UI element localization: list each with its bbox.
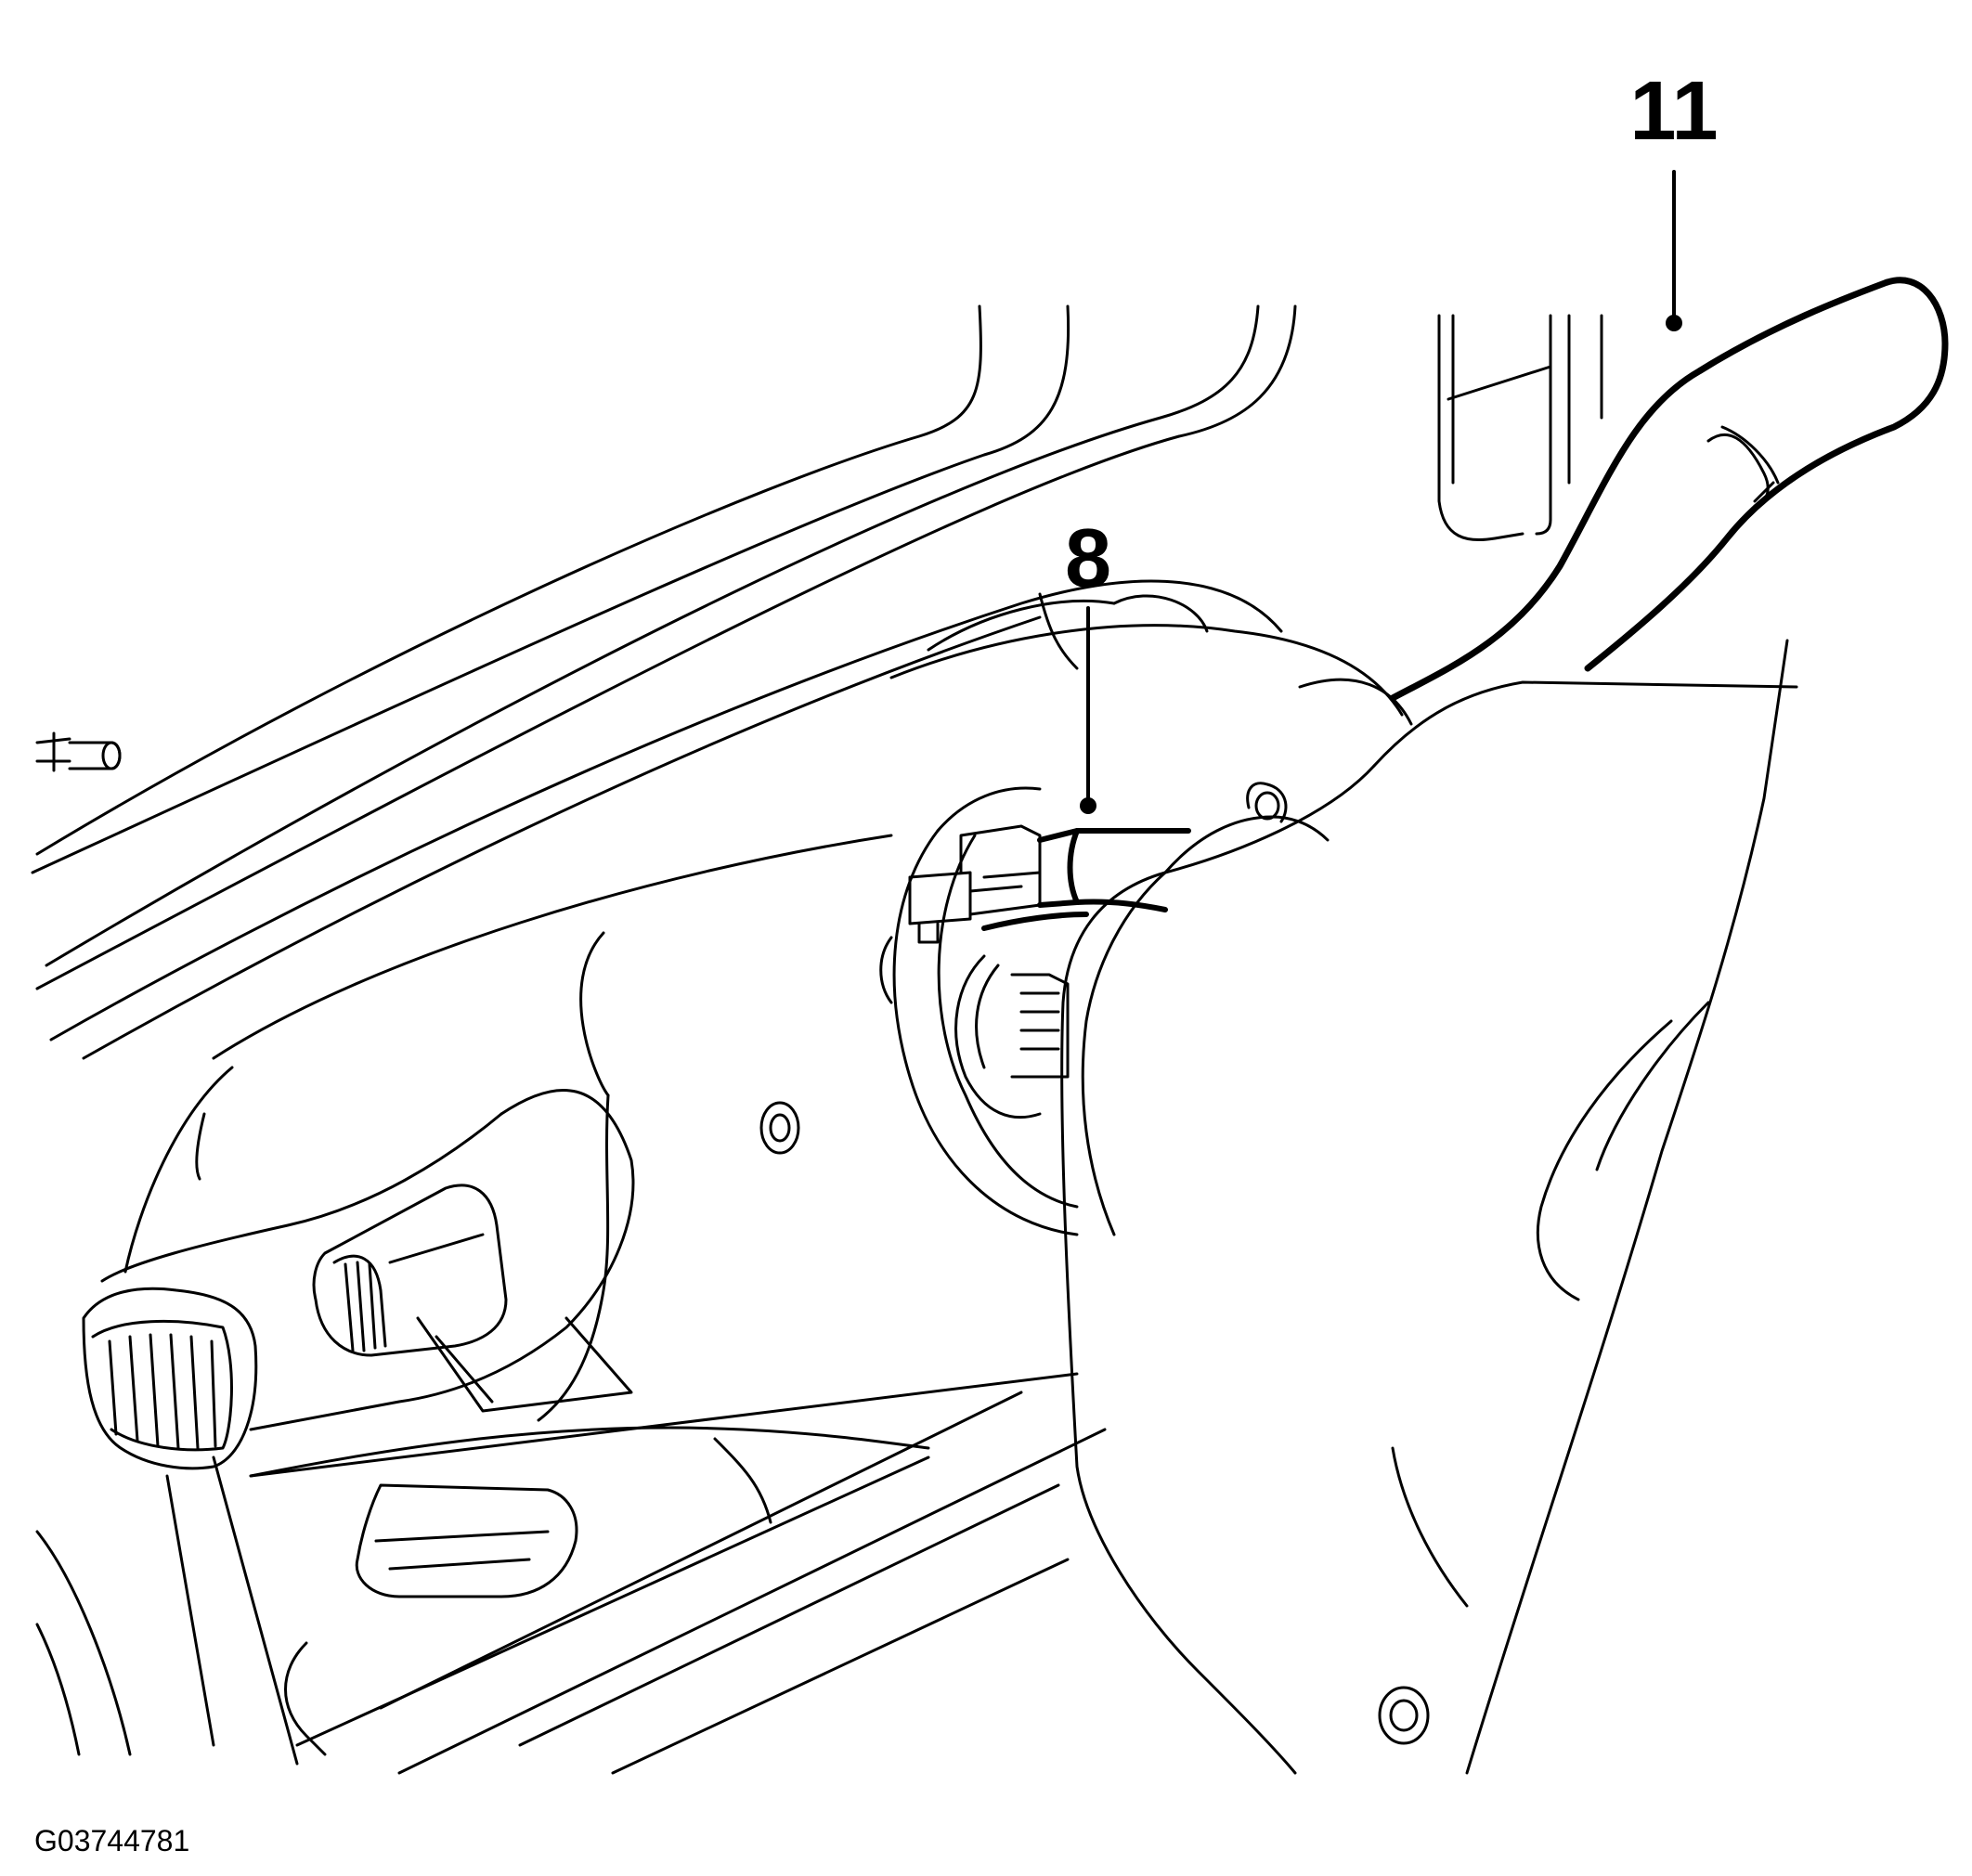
lever-11-band bbox=[1706, 425, 1780, 508]
lower-shroud bbox=[123, 834, 1079, 1524]
connector-8 bbox=[908, 824, 1042, 944]
housing-bolt bbox=[1378, 1686, 1430, 1745]
lower-bracket bbox=[355, 1316, 633, 1598]
lever-thumb-switch bbox=[312, 1184, 508, 1357]
shaft-opening bbox=[879, 786, 1079, 1236]
dash-panel-lines bbox=[31, 304, 1297, 1060]
callout-label-11: 11 bbox=[1629, 65, 1718, 158]
lever-11 bbox=[1389, 277, 1949, 702]
figure-code: G03744781 bbox=[34, 1824, 189, 1857]
column-housing bbox=[1060, 639, 1798, 1775]
connector-8-harness bbox=[981, 828, 1191, 931]
multifunction-lever bbox=[82, 1088, 635, 1470]
right-bracket bbox=[1437, 314, 1603, 542]
callout-label-8: 8 bbox=[1065, 512, 1111, 605]
lower-panel-lines bbox=[35, 1391, 1107, 1775]
locating-pin bbox=[35, 731, 122, 772]
upper-shroud bbox=[889, 592, 1413, 726]
column-cover-lip bbox=[1081, 782, 1330, 1236]
leader-dot-8 bbox=[1080, 797, 1096, 814]
shroud-fasteners bbox=[759, 791, 1280, 1155]
leader-dot-11 bbox=[1666, 315, 1682, 331]
